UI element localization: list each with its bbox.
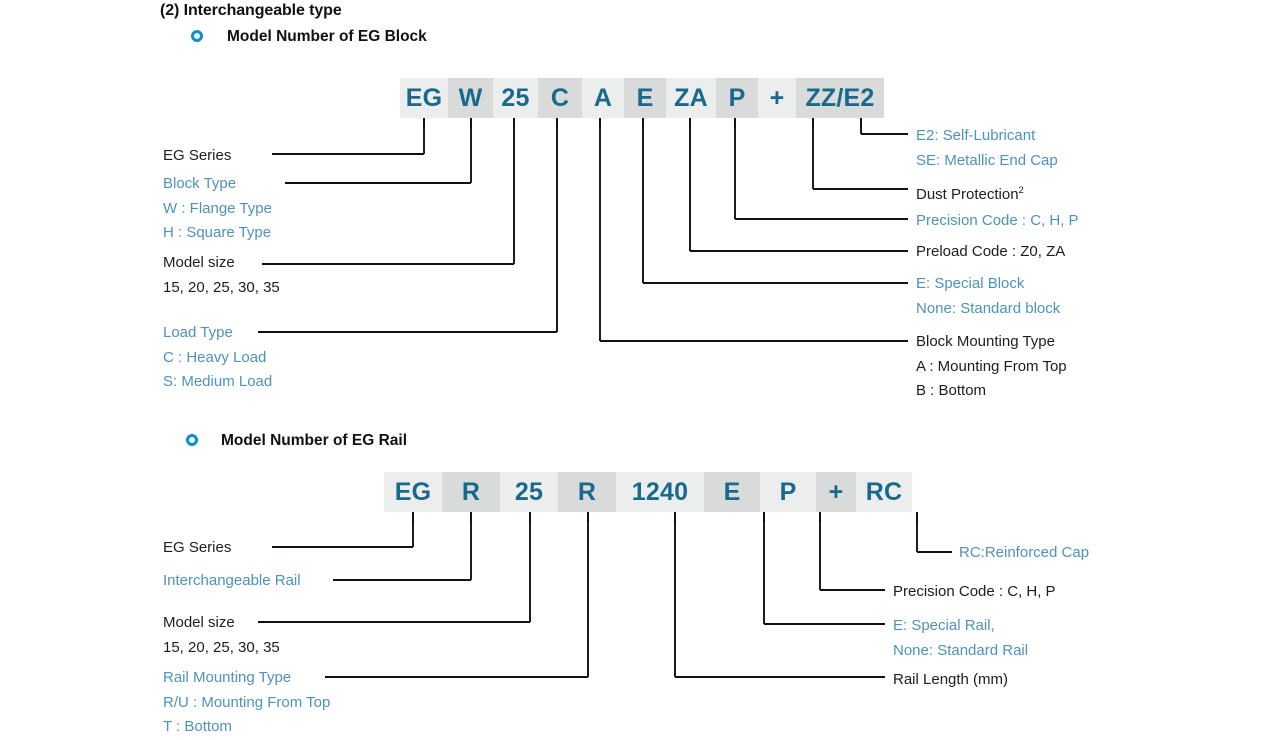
code-cell-2: W bbox=[448, 78, 493, 118]
block-leader-end-cap bbox=[860, 118, 908, 135]
rail-right-label-reinforced-cap: RC:Reinforced Cap bbox=[959, 541, 1089, 566]
rail-leader-ticks bbox=[412, 512, 918, 522]
block-leader-mounting-type bbox=[599, 118, 908, 342]
rail-leader-rail-mounting-type bbox=[325, 512, 589, 678]
rail-leader-rail-length bbox=[674, 512, 885, 678]
label-line: Block Mounting Type bbox=[916, 333, 1055, 350]
label-line: Block Type bbox=[163, 175, 237, 192]
label-line: S: Medium Load bbox=[163, 373, 273, 390]
code-cell-1: EG bbox=[400, 78, 448, 118]
rail-left-label-rail-mounting-type: Rail Mounting Type R/U : Mounting From T… bbox=[163, 666, 330, 740]
code-cell-7: ZA bbox=[666, 78, 716, 118]
rail-leader-eg-series bbox=[272, 512, 414, 548]
label-line: EG Series bbox=[163, 539, 232, 556]
block-left-label-load-type: Load Type C : Heavy Load S: Medium Load bbox=[163, 321, 272, 395]
code-cell-9: + bbox=[758, 78, 796, 118]
rail-right-label-special-rail: E: Special Rail, None: Standard Rail bbox=[893, 614, 1028, 663]
block-leader-preload-code bbox=[689, 118, 908, 252]
label-line: B : Bottom bbox=[916, 382, 987, 399]
label-line: None: Standard block bbox=[916, 299, 1061, 317]
label-line: Rail Length (mm) bbox=[893, 671, 1009, 688]
block-leader-eg-series bbox=[272, 118, 425, 155]
label-line: Rail Mounting Type bbox=[163, 669, 292, 686]
block-leader-block-type bbox=[285, 118, 472, 184]
ring-bullet-icon-rail bbox=[186, 434, 198, 446]
code-cell-3: 25 bbox=[500, 472, 558, 512]
label-line: 15, 20, 25, 30, 35 bbox=[163, 278, 280, 296]
rail-left-label-model-size: Model size 15, 20, 25, 30, 35 bbox=[163, 611, 280, 660]
block-left-label-model-size: Model size 15, 20, 25, 30, 35 bbox=[163, 251, 280, 300]
block-leader-model-size bbox=[262, 118, 515, 265]
label-line: EG Series bbox=[163, 147, 232, 164]
code-cell-8: + bbox=[816, 472, 856, 512]
rail-leader-precision-code bbox=[819, 512, 885, 591]
code-cell-6: E bbox=[624, 78, 666, 118]
block-right-label-dust-protection: Dust Protection2 bbox=[916, 179, 1024, 208]
block-section-heading: Model Number of EG Block bbox=[227, 28, 427, 45]
label-line: None: Standard Rail bbox=[893, 641, 1029, 659]
label-line: E: Special Block bbox=[916, 275, 1025, 292]
block-leader-dust-protection bbox=[812, 118, 908, 190]
section-title: (2) Interchangeable type bbox=[160, 2, 342, 19]
label-line: W : Flange Type bbox=[163, 199, 272, 217]
code-cell-8: P bbox=[716, 78, 758, 118]
block-left-label-eg-series: EG Series bbox=[163, 144, 231, 169]
rail-leader-reinforced-cap bbox=[916, 512, 952, 553]
label-line: Preload Code : Z0, ZA bbox=[916, 243, 1066, 260]
block-leader-precision-code bbox=[734, 118, 908, 220]
label-line: Dust Protection2 bbox=[916, 179, 1024, 208]
label-line: Model size bbox=[163, 254, 235, 271]
code-cell-5: 1240 bbox=[616, 472, 704, 512]
block-left-label-block-type: Block Type W : Flange Type H : Square Ty… bbox=[163, 172, 272, 246]
rail-left-label-eg-series: EG Series bbox=[163, 536, 231, 561]
code-cell-3: 25 bbox=[493, 78, 538, 118]
code-cell-10: ZZ/E2 bbox=[796, 78, 884, 118]
code-cell-7: P bbox=[760, 472, 816, 512]
label-line: RC:Reinforced Cap bbox=[959, 544, 1090, 561]
rail-section-heading: Model Number of EG Rail bbox=[221, 432, 408, 449]
label-line: E2: Self-Lubricant bbox=[916, 127, 1036, 144]
label-line: Precision Code : C, H, P bbox=[893, 583, 1056, 600]
rail-right-label-precision-code: Precision Code : C, H, P bbox=[893, 580, 1056, 605]
code-cell-4: R bbox=[558, 472, 616, 512]
label-line: T : Bottom bbox=[163, 718, 232, 735]
code-cell-5: A bbox=[582, 78, 624, 118]
rail-leader-interchangeable-rail bbox=[333, 512, 472, 581]
ring-bullet-icon-block bbox=[191, 30, 203, 42]
block-right-label-precision-code: Precision Code : C, H, P bbox=[916, 209, 1079, 234]
block-right-label-mounting-type: Block Mounting Type A : Mounting From To… bbox=[916, 330, 1067, 404]
rail-right-label-rail-length: Rail Length (mm) bbox=[893, 668, 1008, 693]
label-line: E: Special Rail, bbox=[893, 617, 995, 634]
label-line: Precision Code : C, H, P bbox=[916, 212, 1079, 229]
label-line: Load Type bbox=[163, 324, 233, 341]
block-right-label-special-block: E: Special Block None: Standard block bbox=[916, 272, 1060, 321]
block-right-label-end-cap: E2: Self-Lubricant SE: Metallic End Cap bbox=[916, 124, 1058, 173]
label-line: Model size bbox=[163, 614, 235, 631]
label-line: H : Square Type bbox=[163, 224, 272, 241]
block-leader-load-type bbox=[258, 118, 558, 333]
code-cell-6: E bbox=[704, 472, 760, 512]
label-line: 15, 20, 25, 30, 35 bbox=[163, 638, 280, 656]
footnote-marker: 2 bbox=[1018, 185, 1024, 196]
label-line: R/U : Mounting From Top bbox=[163, 693, 331, 711]
code-cell-1: EG bbox=[384, 472, 442, 512]
block-leader-ticks bbox=[423, 118, 862, 128]
label-line: SE: Metallic End Cap bbox=[916, 151, 1058, 169]
code-cell-2: R bbox=[442, 472, 500, 512]
rail-leader-model-size bbox=[258, 512, 531, 623]
block-leader-special-block bbox=[642, 118, 908, 284]
label-line: Interchangeable Rail bbox=[163, 572, 301, 589]
label-line: A : Mounting From Top bbox=[916, 357, 1067, 375]
block-right-label-preload-code: Preload Code : Z0, ZA bbox=[916, 240, 1065, 265]
code-cell-4: C bbox=[538, 78, 582, 118]
code-cell-9: RC bbox=[856, 472, 912, 512]
label-text: Dust Protection bbox=[916, 186, 1019, 203]
rail-left-label-interchangeable-rail: Interchangeable Rail bbox=[163, 569, 301, 594]
rail-leader-special-rail bbox=[763, 512, 885, 625]
label-line: C : Heavy Load bbox=[163, 348, 267, 366]
